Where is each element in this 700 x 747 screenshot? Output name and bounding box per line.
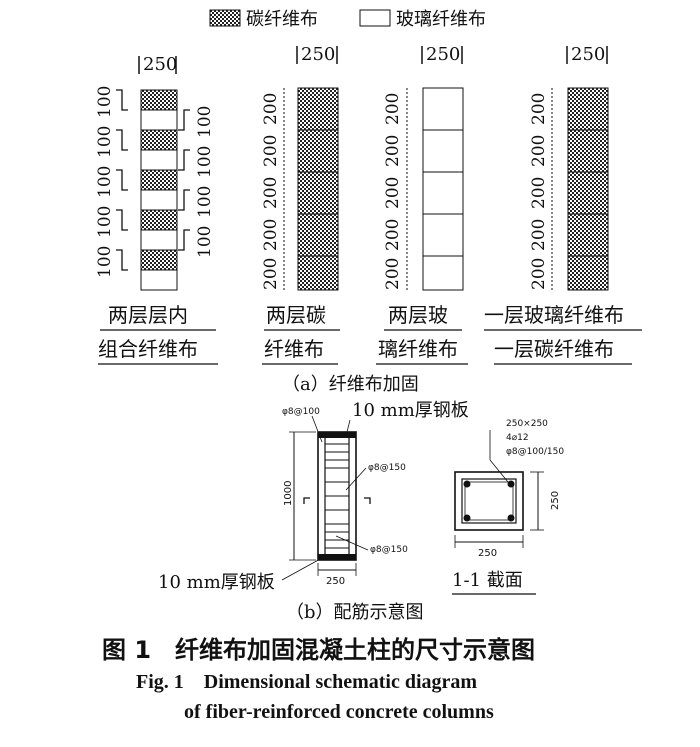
col1-left-dim: 100 (95, 206, 115, 238)
section-title: 1-1 截面 (452, 570, 523, 591)
legend: 碳纤维布 玻璃纤维布 (209, 9, 486, 30)
glass-legend-swatch (359, 9, 391, 27)
caption-a: （a）纤维布加固 (282, 374, 419, 395)
col1-left-dim: 100 (95, 246, 115, 278)
col4-width-dim: 250 (571, 44, 605, 65)
col2-label-line1: 两层碳 (266, 303, 326, 327)
column-1: 250 100 100 100 100 100 100 100 100 100 (95, 54, 218, 365)
carbon-legend-label: 碳纤维布 (246, 9, 318, 30)
col1-right-dim: 100 (195, 186, 215, 218)
col3-dim: 200 (383, 177, 403, 209)
section-width-dim: 250 (478, 548, 497, 559)
col1-width-dim: 250 (143, 54, 177, 75)
column-3: 250 200 200 200 200 200 两层玻 璃纤维布 (376, 44, 468, 365)
col1-left-dim: 100 (95, 126, 115, 158)
col3-dim: 200 (383, 135, 403, 167)
rebar-elevation: 1000 250 φ8@100 10 mm厚钢板 φ8@150 φ8@150 1… (158, 400, 469, 593)
col3-dim: 200 (383, 93, 403, 125)
col1-right-dim: 100 (195, 146, 215, 178)
figure-title-en-line2: of fiber-reinforced concrete columns (184, 701, 494, 723)
section-spec-1: 250×250 (506, 419, 548, 429)
col1-label-line2: 组合纤维布 (98, 337, 198, 361)
rebar-width-dim: 250 (326, 576, 345, 587)
cross-section: 250×250 4⌀12 φ8@100/150 250 250 1-1 截面 (452, 419, 564, 595)
col3-dim: 200 (383, 219, 403, 251)
stirrup-mid-label: φ8@150 (368, 463, 406, 473)
rebar-height-dim: 1000 (283, 481, 294, 506)
column-2: 250 200 200 200 200 200 两层碳 纤维布 (261, 44, 340, 365)
col2-dim: 200 (261, 258, 281, 290)
carbon-legend-swatch (209, 9, 241, 27)
col2-dim: 200 (261, 135, 281, 167)
col1-right-dim: 100 (195, 106, 215, 138)
col3-label-line2: 璃纤维布 (378, 337, 458, 361)
col4-dim: 200 (529, 258, 549, 290)
plate-top-label: 10 mm厚钢板 (352, 400, 469, 421)
col1-label-line1: 两层层内 (108, 303, 188, 327)
col2-dim: 200 (261, 177, 281, 209)
col3-width-dim: 250 (426, 44, 460, 65)
stirrup-top-label: φ8@100 (282, 407, 320, 417)
col4-dim: 200 (529, 219, 549, 251)
col2-width-dim: 250 (301, 44, 335, 65)
col4-dim: 200 (529, 135, 549, 167)
figure-title-cn: 图 1 纤维布加固混凝土柱的尺寸示意图 (102, 636, 535, 664)
col1-left-dim: 100 (95, 86, 115, 118)
col1-right-dim: 100 (195, 226, 215, 258)
caption-b: （b）配筋示意图 (286, 602, 424, 623)
col3-label-line1: 两层玻 (388, 303, 448, 327)
col2-label-line2: 纤维布 (264, 337, 324, 361)
column-4: 250 200 200 200 200 200 一层玻璃纤维布 一层碳纤维布 (484, 44, 642, 365)
stirrup-low-label: φ8@150 (370, 545, 408, 555)
section-height-dim: 250 (550, 491, 561, 510)
section-spec-2: 4⌀12 (506, 433, 529, 443)
col4-dim: 200 (529, 93, 549, 125)
plate-bottom-label: 10 mm厚钢板 (158, 572, 275, 593)
col2-dim: 200 (261, 93, 281, 125)
section-spec-3: φ8@100/150 (506, 447, 564, 457)
col4-dim: 200 (529, 177, 549, 209)
col1-left-dim: 100 (95, 166, 115, 198)
col4-label-line1: 一层玻璃纤维布 (484, 303, 624, 327)
col2-dim: 200 (261, 219, 281, 251)
col3-dim: 200 (383, 258, 403, 290)
col4-label-line2: 一层碳纤维布 (494, 337, 614, 361)
figure-title-en-line1: Fig. 1 Dimensional schematic diagram (136, 671, 477, 693)
glass-legend-label: 玻璃纤维布 (396, 9, 486, 30)
